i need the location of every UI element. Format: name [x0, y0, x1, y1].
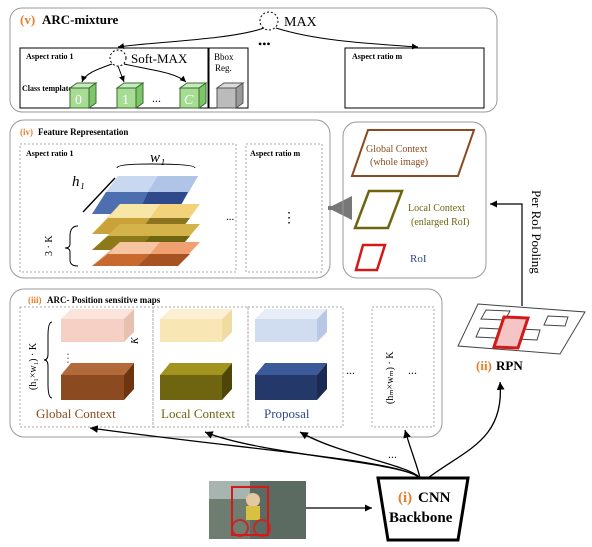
local-top-cube	[160, 309, 232, 342]
max-node	[259, 11, 279, 31]
class-template-cube-c: C	[178, 82, 208, 109]
arc-maps-panel	[9, 288, 443, 438]
arc-maps-dots: ...	[346, 363, 355, 377]
class-template-cube-0: 0	[68, 82, 98, 109]
feature-rep-title: Feature Representation	[38, 127, 128, 137]
arc-maps-local-box	[152, 306, 249, 428]
arc-maps-proposal-box	[247, 306, 344, 428]
feature-rep-number: (iv)	[20, 127, 33, 137]
arc-maps-title: ARC- Position sensitive maps	[47, 295, 161, 305]
rpn-sheet	[457, 303, 586, 355]
arc-mixture-panel	[9, 7, 498, 113]
cnn-backbone-shape	[376, 476, 470, 542]
bbox-reg-cube	[215, 82, 245, 109]
feature-aspect-m-label: Aspect ratio m	[250, 149, 301, 158]
feature-layer-orange	[92, 242, 200, 266]
feature-aspect-m-box	[245, 143, 323, 273]
feature-dots-h: ...	[226, 211, 235, 223]
bbox-label-line1: Bbox	[214, 52, 234, 62]
rpn-label: RPN	[496, 358, 523, 373]
rpn-number: (ii)	[476, 358, 492, 373]
k-label: 3 · K	[44, 235, 55, 256]
cnn-number: (i)	[398, 490, 412, 506]
w1-label: w₁	[150, 150, 165, 166]
roi-shape	[354, 243, 387, 272]
input-image	[209, 481, 306, 539]
svg-text:0: 0	[75, 93, 82, 108]
softmax-node	[109, 49, 127, 67]
max-label: MAX	[284, 15, 317, 30]
arc-mixture-number: (v)	[20, 12, 35, 27]
local-context-shape	[353, 189, 404, 230]
arc-maps-number: (iii)	[28, 295, 42, 305]
templates-ellipsis: ...	[152, 91, 161, 105]
local-bottom-cube	[160, 363, 232, 400]
aspect-ratio-1-box	[19, 47, 209, 109]
per-roi-pooling-label: Per RoI Pooling	[529, 190, 544, 274]
local-context-label-1: Local Context	[408, 203, 465, 214]
feature-dots-v: ⋮	[282, 211, 296, 226]
k-small-label: K	[130, 336, 141, 345]
local-context-label-2: (enlarged RoI)	[411, 217, 469, 228]
h1-label: h₁	[72, 174, 85, 190]
class-template-cube-1: 1	[115, 82, 145, 109]
aspect-ratio-1-label: Aspect ratio 1	[26, 52, 74, 61]
contexts-panel	[342, 121, 487, 279]
roi-label: RoI	[410, 253, 427, 265]
global-vdots: ⋮	[62, 351, 74, 365]
proposal-top-cube	[255, 309, 327, 342]
global-context-label-2: (whole image)	[370, 157, 428, 168]
svg-text:1: 1	[122, 93, 129, 108]
svg-text:C: C	[184, 93, 194, 108]
feature-aspect-1-label: Aspect ratio 1	[26, 149, 74, 158]
arc-mixture-title: ARC-mixture	[42, 12, 119, 27]
class-templates-label: Class templates	[22, 84, 75, 93]
cnn-backbone-label: Backbone	[389, 510, 453, 526]
h1w1-label: (h₁×w₁) · K	[28, 342, 39, 390]
global-context-shape	[350, 129, 476, 177]
aspect-ratio-m-box	[344, 47, 485, 109]
global-context-label-1: Global Context	[366, 144, 428, 155]
arc-maps-m-box	[371, 306, 435, 428]
global-bottom-cube	[61, 363, 134, 400]
hmwm-label: (hₘ×wₘ) · K	[385, 351, 396, 404]
proposal-bottom-cube	[255, 363, 327, 400]
softmax-label: Soft-MAX	[131, 51, 188, 66]
arc-maps-m-dots: ...	[408, 363, 417, 377]
bbox-label-line2: Reg.	[215, 63, 232, 73]
feature-aspect-1-box	[19, 143, 237, 273]
global-context-map-label: Global Context	[36, 406, 116, 421]
proposal-map-label: Proposal	[264, 406, 310, 421]
cnn-label: CNN	[418, 490, 451, 506]
bottom-dots: ...	[388, 447, 397, 461]
aspect-ratio-m-label: Aspect ratio m	[352, 52, 403, 61]
local-context-map-label: Local Context	[161, 406, 235, 421]
arc-mixture-dots: •••	[258, 37, 271, 51]
global-top-cube	[61, 309, 134, 342]
